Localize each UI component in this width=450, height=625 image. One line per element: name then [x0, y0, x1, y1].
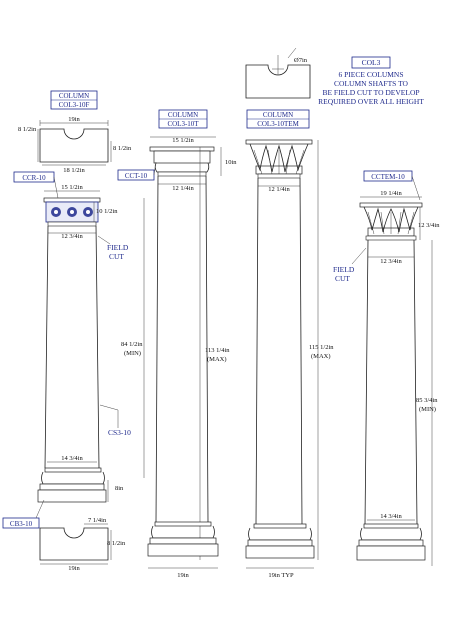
dim-c1-15half: 15 1/2in: [61, 184, 83, 191]
dim-c3-12q: 12 1/4in: [268, 186, 290, 193]
dim-c3-115half: 115 1/2in: [309, 344, 334, 351]
dim-bot-19in: 19in: [68, 565, 80, 572]
top-block-col1: 19in 8 1/2in 8 1/2in 18 1/2in: [18, 116, 132, 174]
dim-top-19in: 19in: [68, 116, 80, 123]
tag-cb3-10-label: CB3-10: [10, 520, 33, 528]
dim-bot-7q: 7 1/4in: [88, 517, 107, 524]
tag-col3-10tem-line2: COL3-10TEM: [257, 120, 299, 128]
note-line-3: BE FIELD CUT TO DEVELOP: [322, 88, 419, 97]
dim-c3-19typ: 19in TYP: [268, 572, 294, 579]
note-line-4: REQUIRED OVER ALL HEIGHT: [318, 97, 424, 106]
dim-c4-12-3q-b: 12 3/4in: [380, 258, 402, 265]
tag-cb3-10: CB3-10: [2, 499, 45, 529]
tag-cctem-10-label: CCTEM-10: [371, 173, 405, 181]
column-cctem: 19 1/4in 12 3/4in 12 3/4in 85 3/4in (MIN…: [356, 190, 440, 566]
dim-c4-14-3q: 14 3/4in: [380, 513, 402, 520]
dim-c4-85-3q: 85 3/4in: [416, 397, 438, 404]
column-col3-10f: 15 1/2in 10 1/2in 12 3/4in 84 1/2in (MIN…: [37, 184, 145, 503]
tag-col3-10t-line1: COLUMN: [168, 111, 198, 119]
capital-leaves: [249, 143, 309, 175]
dim-top-18half: 18 1/2in: [63, 167, 85, 174]
dim-c2-12q: 12 1/4in: [172, 185, 194, 192]
dim-bot-8half: 8 1/2in: [107, 540, 126, 547]
tag-col3-10t-line2: COL3-10T: [167, 120, 199, 128]
dim-c2-15half: 15 1/2in: [172, 137, 194, 144]
column-col3-10tem: Ø7in 12 1/4in 115 1/2in (MAX) 19in TYP: [245, 47, 334, 579]
dim-c1-84half: 84 1/2in: [121, 341, 143, 348]
field-cut-label-1: FIELD CUT: [97, 235, 129, 261]
tag-cs3-10: CS3-10: [99, 404, 131, 437]
tag-cct-10: CCT-10: [117, 161, 157, 181]
tag-col3: COL3: [351, 56, 391, 69]
dim-c4-min: (MIN): [419, 406, 436, 413]
tag-col3-label: COL3: [362, 58, 381, 67]
dim-c2-max: (MAX): [207, 356, 227, 363]
dim-c2-19in: 19in: [177, 572, 189, 579]
note-line-1: 6 PIECE COLUMNS: [338, 70, 403, 79]
field-cut-1-line2: CUT: [109, 252, 124, 261]
dim-top-8half-right: 8 1/2in: [113, 145, 132, 152]
dim-c3-phi7: Ø7in: [294, 57, 308, 64]
tag-ccr-10: CCR-10: [13, 171, 59, 199]
capital-ornament: [51, 207, 93, 217]
tag-col3-10tem-line1: COLUMN: [263, 111, 293, 119]
dim-c2-10in: 10in: [225, 159, 237, 166]
dim-c3-max: (MAX): [311, 353, 331, 360]
tag-cct-10-label: CCT-10: [125, 172, 148, 180]
tag-col3-10tem: COLUMN COL3-10TEM: [246, 109, 310, 129]
dim-top-8half-left: 8 1/2in: [18, 126, 37, 133]
field-cut-2-line2: CUT: [335, 274, 350, 283]
dim-c2-113q: 113 1/4in: [205, 347, 230, 354]
dim-c1-8in: 8in: [115, 485, 124, 492]
dim-c4-19q: 19 1/4in: [380, 190, 402, 197]
column-col3-10t: 15 1/2in 10in 12 1/4in 113 1/4in (MAX) 1…: [147, 136, 237, 579]
dim-c1-10half: 10 1/2in: [96, 208, 118, 215]
field-cut-1-line1: FIELD: [107, 243, 129, 252]
tag-cctem-10: CCTEM-10: [363, 170, 421, 201]
dim-c1-14-3q: 14 3/4in: [61, 455, 83, 462]
tag-col3-10f-line2: COL3-10F: [59, 101, 90, 109]
field-cut-2-line1: FIELD: [333, 265, 355, 274]
dim-c4-12-3q: 12 3/4in: [418, 222, 440, 229]
tag-col3-10t: COLUMN COL3-10T: [158, 109, 208, 129]
general-note: 6 PIECE COLUMNS COLUMN SHAFTS TO BE FIEL…: [318, 70, 424, 106]
dim-c1-12-3q: 12 3/4in: [61, 233, 83, 240]
note-line-2: COLUMN SHAFTS TO: [334, 79, 408, 88]
bottom-block-col1: 7 1/4in 8 1/2in 19in: [39, 517, 126, 572]
tag-cs3-10-label: CS3-10: [108, 428, 131, 437]
tag-col3-10f-line1: COLUMN: [59, 92, 89, 100]
capital-leaves-c4: [363, 206, 419, 237]
tag-ccr-10-label: CCR-10: [22, 174, 46, 182]
dim-c1-min: (MIN): [124, 350, 141, 357]
field-cut-label-2: FIELD CUT: [333, 247, 367, 283]
tag-col3-10f: COLUMN COL3-10F: [50, 90, 98, 110]
